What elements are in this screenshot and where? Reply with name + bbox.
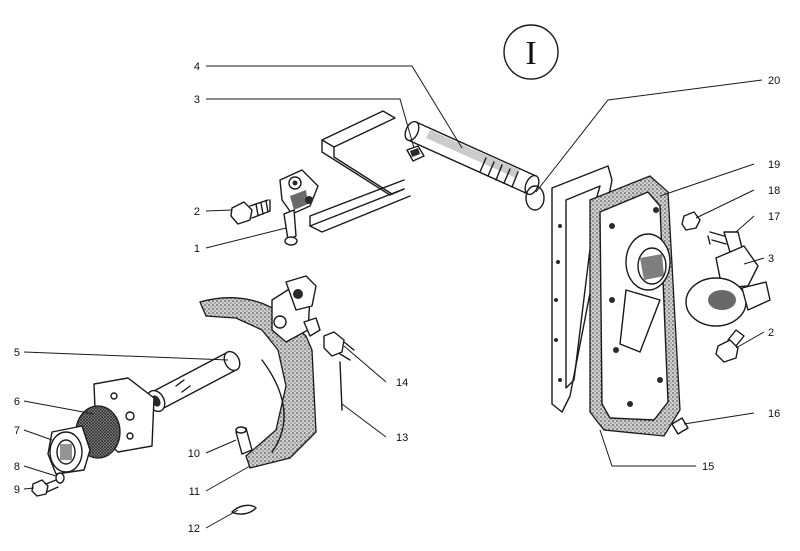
part-thin-pin [339, 361, 343, 411]
callout-6: 6 [14, 396, 20, 408]
part-pin [235, 426, 253, 455]
callout-15: 15 [702, 461, 714, 473]
callout-17: 17 [768, 211, 780, 223]
callout-9: 9 [14, 484, 20, 496]
part-shift-fork [199, 275, 321, 469]
part-hub [47, 425, 91, 475]
part-splined-shaft [404, 120, 540, 196]
callout-13: 13 [396, 432, 408, 444]
part-small-pin [671, 417, 689, 435]
callout-19: 19 [768, 159, 780, 171]
callout-4: 4 [194, 61, 200, 73]
part-bolt-right [715, 329, 745, 363]
part-washer [55, 472, 65, 484]
callout-14: 14 [396, 377, 408, 389]
part-spring-wire [309, 110, 411, 233]
callout-10: 10 [188, 448, 200, 460]
callout-8: 8 [14, 461, 20, 473]
part-bolt-left [230, 199, 271, 225]
callout-7: 7 [14, 425, 20, 437]
callout-1: 1 [194, 243, 200, 255]
callout-2-left: 2 [194, 206, 200, 218]
part-set-screw [707, 231, 743, 253]
part-o-ring [525, 185, 545, 211]
part-clip [231, 504, 257, 515]
part-housing-19 [589, 175, 681, 437]
part-shift-lever [279, 169, 319, 246]
view-label-text: I [525, 35, 536, 72]
callout-16: 16 [768, 408, 780, 420]
callout-12: 12 [188, 523, 200, 535]
leader-lines [23, 65, 765, 529]
view-label-badge: I [503, 24, 559, 80]
callout-3-right: 3 [768, 253, 774, 265]
part-bolt-small [31, 479, 59, 497]
callout-5: 5 [14, 347, 20, 359]
part-nut [681, 211, 701, 231]
callout-2-right: 2 [768, 327, 774, 339]
callout-20: 20 [768, 75, 780, 87]
part-gasket-15 [551, 165, 613, 413]
part-collar [685, 245, 771, 327]
callout-labels: 4 3 2 1 5 6 7 8 9 10 11 12 13 14 15 16 1… [14, 61, 780, 535]
callout-18: 18 [768, 185, 780, 197]
callout-11: 11 [189, 486, 200, 498]
callout-3-top: 3 [194, 94, 200, 106]
view-label-circle [503, 24, 559, 80]
part-screw [323, 331, 355, 361]
